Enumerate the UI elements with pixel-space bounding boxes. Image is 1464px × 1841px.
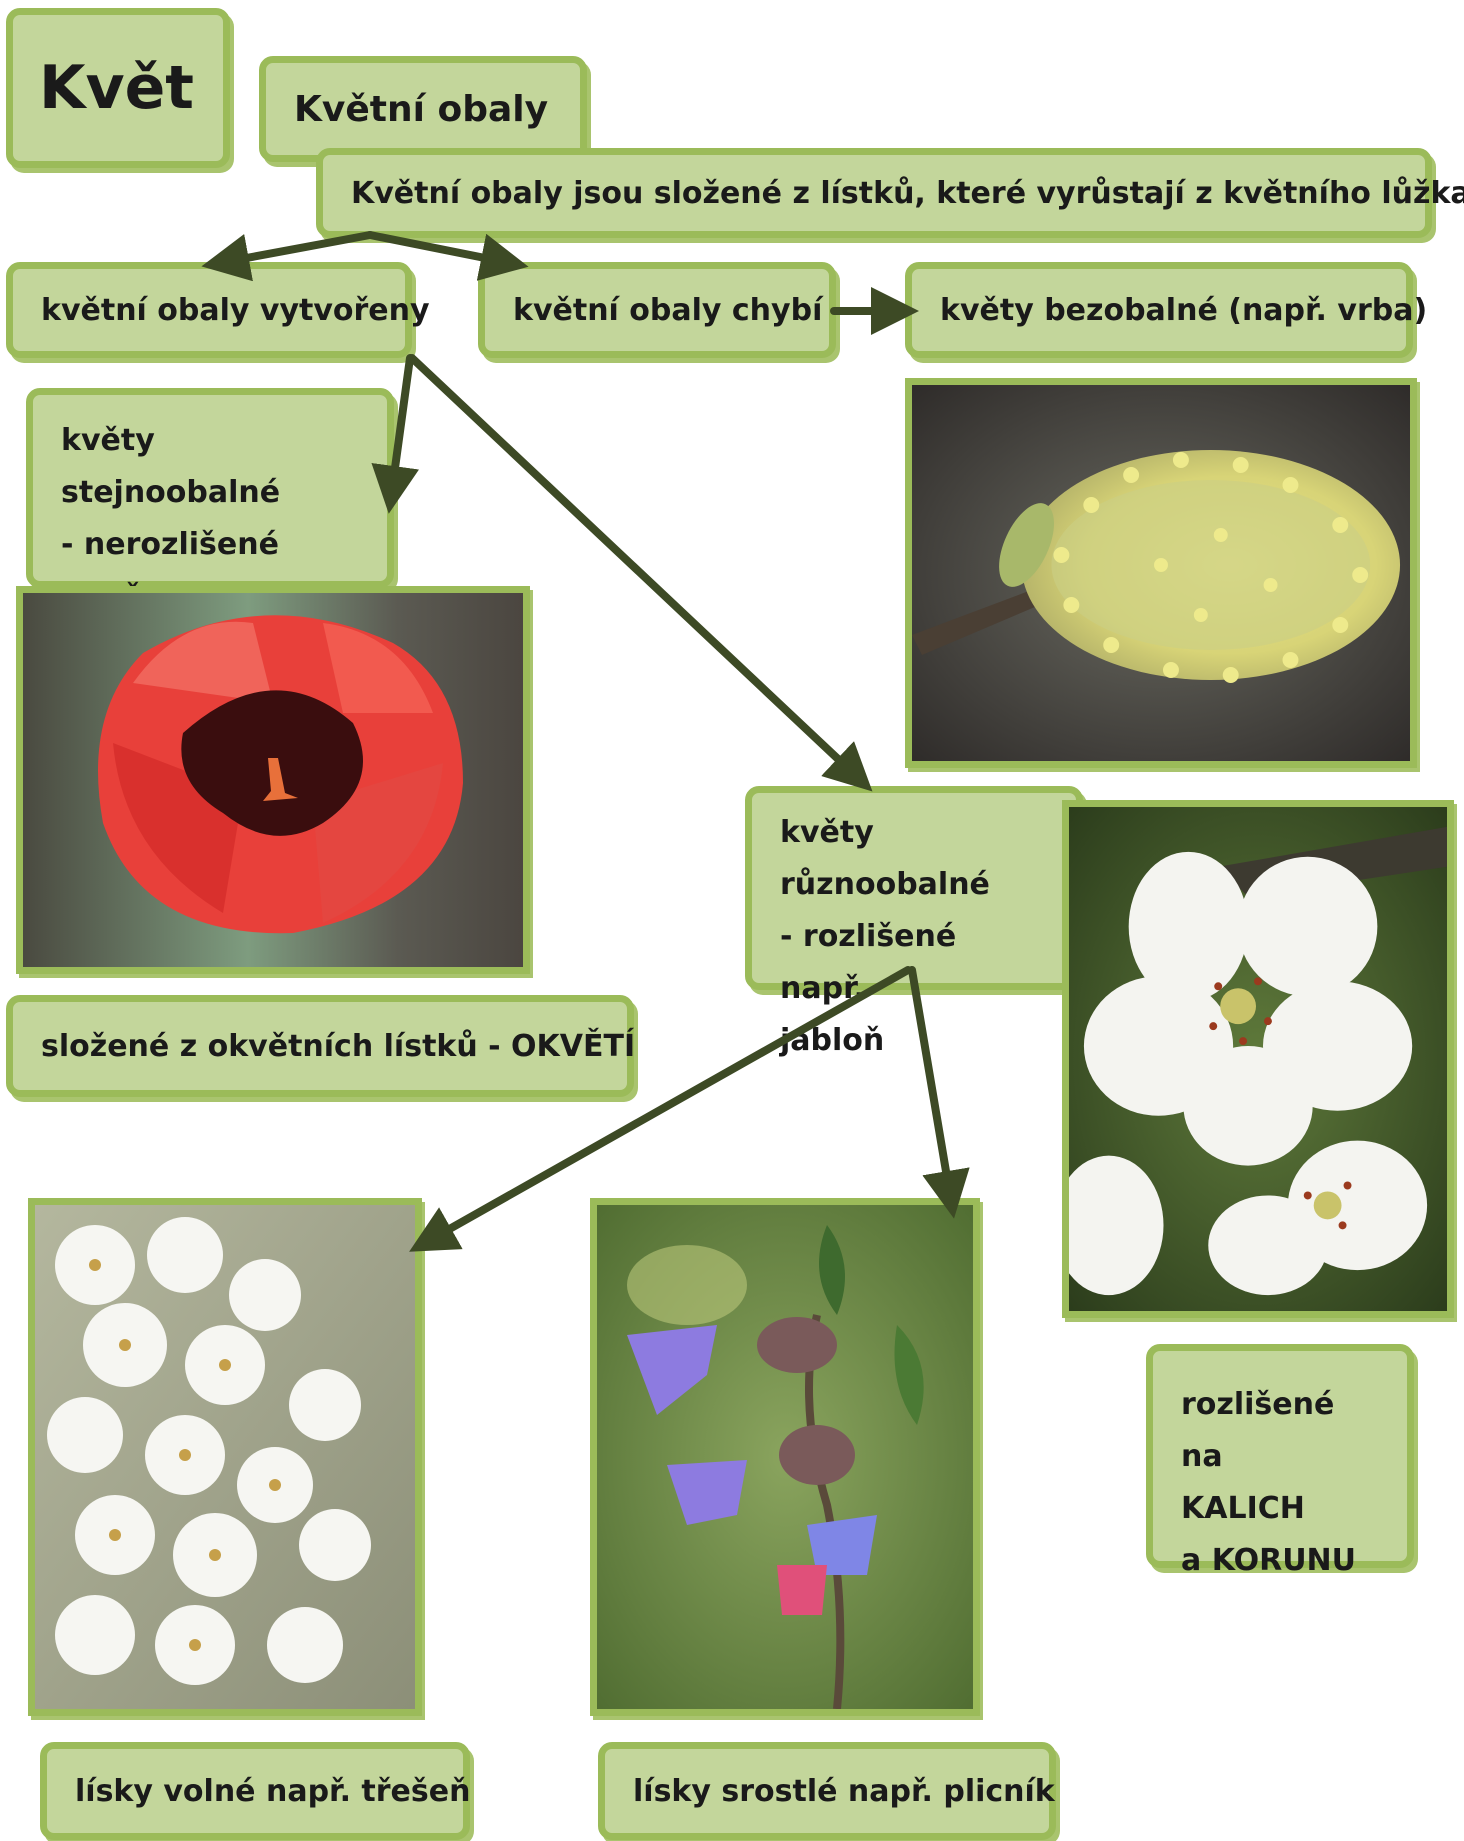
arrow-to-present — [225, 235, 370, 262]
arrow-to-cherry — [430, 970, 908, 1240]
arrow-to-absent — [370, 235, 505, 262]
arrow-to-heterochlamydeous — [412, 358, 855, 775]
arrow-to-homochlamydeous — [392, 358, 410, 490]
arrow-to-lungwort — [912, 970, 950, 1195]
